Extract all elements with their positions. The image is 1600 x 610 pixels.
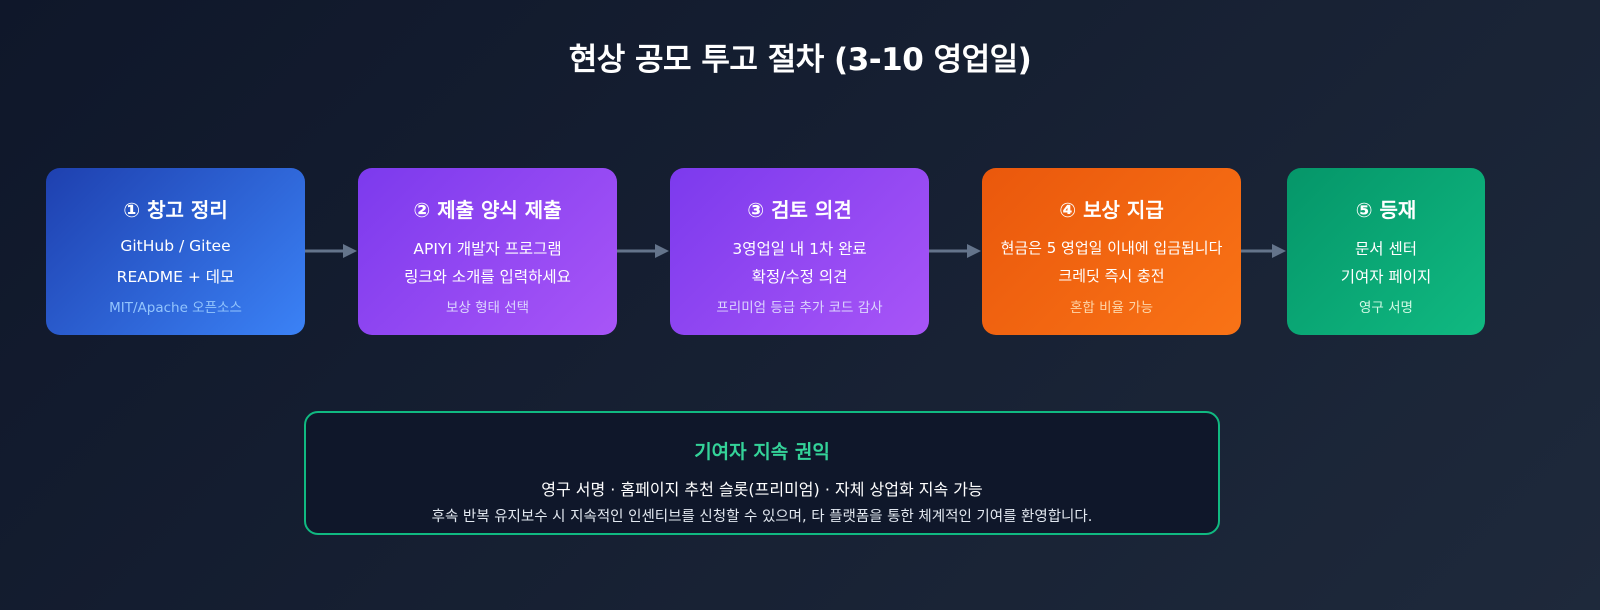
step-2-note: 보상 형태 선택 — [445, 300, 530, 316]
arrow-2-to-3 — [617, 241, 670, 261]
step-1-box: ① 창고 정리 GitHub / Gitee README + 데모 MIT/A… — [46, 168, 305, 335]
step-4-line-1: 현금은 5 영업일 이내에 입금됩니다 — [1000, 239, 1223, 257]
arrow-4-to-5 — [1241, 241, 1287, 261]
step-2-line-2: 링크와 소개를 입력하세요 — [404, 268, 571, 286]
rights-title: 기여자 지속 권익 — [694, 441, 830, 463]
step-1-note: MIT/Apache 오픈소스 — [109, 300, 242, 316]
step-5-note: 영구 서명 — [1359, 300, 1413, 316]
step-2-line-1: APIYI 개발자 프로그램 — [413, 240, 562, 258]
step-4-title: ④ 보상 지급 — [1059, 198, 1164, 222]
step-1-line-2: README + 데모 — [116, 268, 235, 286]
step-2-box: ② 제출 양식 제출 APIYI 개발자 프로그램 링크와 소개를 입력하세요 … — [358, 168, 617, 335]
step-4-box: ④ 보상 지급 현금은 5 영업일 이내에 입금됩니다 크레딧 즉시 충전 혼합… — [982, 168, 1241, 335]
rights-benefits: 영구 서명 · 홈페이지 추천 슬롯(프리미엄) · 자체 상업화 지속 가능 — [541, 480, 983, 499]
step-3-box: ③ 검토 의견 3영업일 내 1차 완료 확정/수정 의견 프리미엄 등급 추가… — [670, 168, 929, 335]
rights-note: 후속 반복 유지보수 시 지속적인 인센티브를 신청할 수 있으며, 타 플랫폼… — [431, 509, 1093, 525]
step-3-line-1: 3영업일 내 1차 완료 — [732, 240, 867, 258]
step-5-line-2: 기여자 페이지 — [1340, 268, 1432, 286]
step-5-title: ⑤ 등재 — [1355, 198, 1417, 222]
step-4-line-2: 크레딧 즉시 충전 — [1058, 267, 1165, 285]
step-4-note: 혼합 비율 가능 — [1069, 300, 1154, 316]
arrow-1-to-2 — [305, 241, 358, 261]
diagram-title: 현상 공모 투고 절차 (3-10 영업일) — [568, 42, 1032, 78]
step-3-title: ③ 검토 의견 — [747, 198, 852, 222]
step-1-line-1: GitHub / Gitee — [120, 237, 231, 255]
step-1-title: ① 창고 정리 — [123, 198, 228, 222]
contributor-rights-box: 기여자 지속 권익 영구 서명 · 홈페이지 추천 슬롯(프리미엄) · 자체 … — [304, 411, 1220, 535]
arrow-3-to-4 — [929, 241, 982, 261]
step-3-line-2: 확정/수정 의견 — [751, 268, 848, 286]
step-2-title: ② 제출 양식 제출 — [413, 198, 562, 222]
step-3-note: 프리미엄 등급 추가 코드 감사 — [716, 300, 883, 316]
step-5-line-1: 문서 센터 — [1355, 240, 1417, 258]
step-5-box: ⑤ 등재 문서 센터 기여자 페이지 영구 서명 — [1287, 168, 1485, 335]
